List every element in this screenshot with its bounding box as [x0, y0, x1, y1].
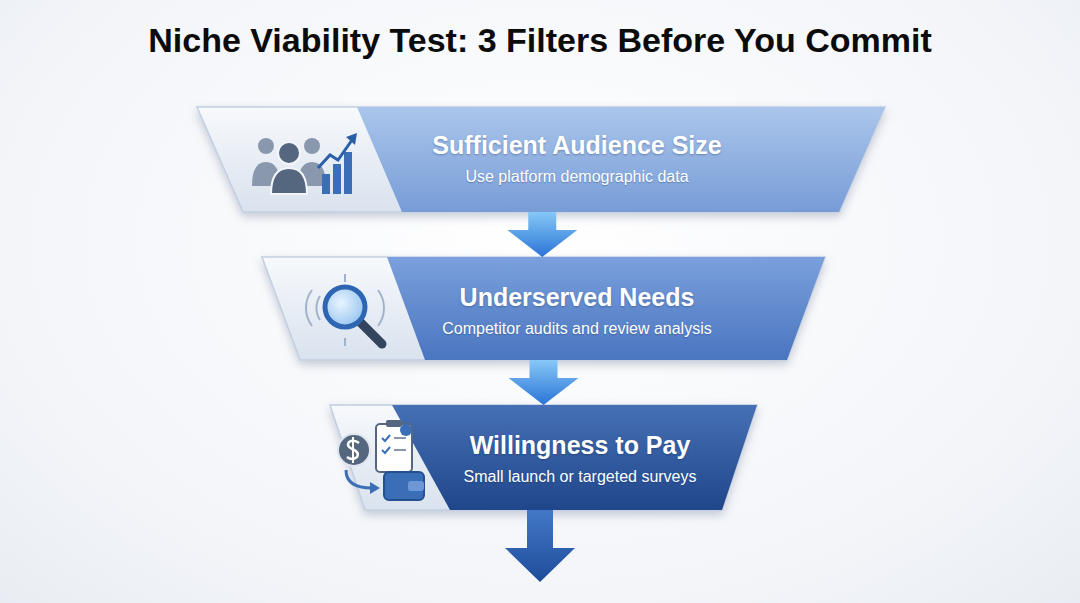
output-arrow — [505, 510, 575, 582]
band-description: Competitor audits and review analysis — [387, 317, 767, 341]
band-texts: Sufficient Audience SizeUse platform dem… — [357, 129, 797, 189]
band-heading: Sufficient Audience Size — [357, 129, 797, 161]
band-panel — [387, 257, 825, 360]
funnel-band: Sufficient Audience SizeUse platform dem… — [197, 107, 885, 212]
funnel-band: Underserved NeedsCompetitor audits and r… — [262, 257, 825, 360]
funnel-band: Willingness to PaySmall launch or target… — [330, 405, 757, 510]
icon-panel — [262, 257, 825, 360]
band-panel — [392, 405, 757, 510]
diagram-title: Niche Viability Test: 3 Filters Before Y… — [0, 18, 1080, 62]
band-description: Use platform demographic data — [357, 165, 797, 189]
icon-panel — [330, 405, 757, 510]
band-texts: Willingness to PaySmall launch or target… — [430, 429, 730, 489]
flow-arrow — [509, 360, 579, 405]
band-texts: Underserved NeedsCompetitor audits and r… — [387, 281, 767, 341]
band-shape — [197, 107, 885, 212]
band-description: Small launch or targeted surveys — [430, 465, 730, 489]
flow-arrow — [507, 212, 577, 257]
band-panel — [357, 107, 885, 212]
band-heading: Underserved Needs — [387, 281, 767, 313]
icon-panel — [197, 107, 885, 212]
band-heading: Willingness to Pay — [430, 429, 730, 461]
